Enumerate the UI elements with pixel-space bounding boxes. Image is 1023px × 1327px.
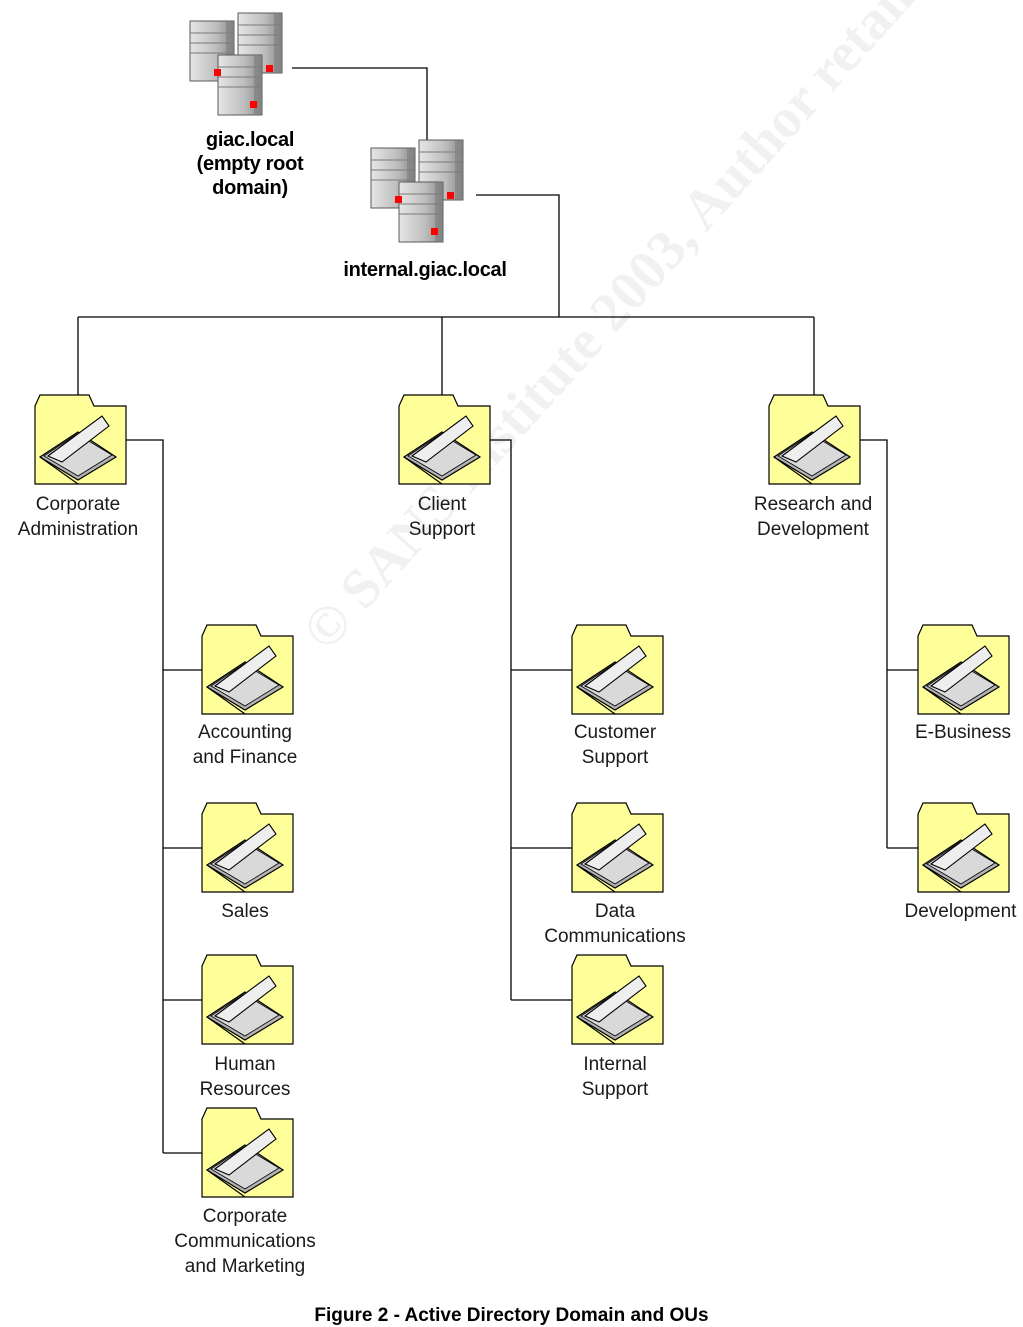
child-to-ou-bus: [476, 195, 559, 317]
ou-folder-icon: [202, 955, 293, 1044]
ou-folder-icon: [572, 803, 663, 892]
ou-folder-icon: [572, 625, 663, 714]
ou-label-accounting-and-finance: Accounting and Finance: [170, 720, 320, 770]
ou-label-data-communications: Data Communications: [530, 899, 700, 949]
ou-label-client-support: Client Support: [372, 492, 512, 542]
root-domain-label: giac.local (empty root domain): [170, 128, 330, 200]
child-domain-server-icon: [371, 140, 463, 242]
ou-folder-icon: [769, 395, 860, 484]
ou-label-corporate-communications-and-marketing: Corporate Communications and Marketing: [160, 1204, 330, 1279]
ou-label-customer-support: Customer Support: [540, 720, 690, 770]
ou-folder-icon: [399, 395, 490, 484]
ou-folder-icon: [918, 803, 1009, 892]
root-domain-server-icon: [190, 13, 282, 115]
ou-label-human-resources: Human Resources: [170, 1052, 320, 1102]
ou-folder-icon: [572, 955, 663, 1044]
ou-label-sales: Sales: [170, 899, 320, 924]
ou-label-corporate-administration: Corporate Administration: [0, 492, 156, 542]
child-domain-label: internal.giac.local: [310, 258, 540, 282]
corp-admin-branch: [124, 440, 163, 1153]
ou-folder-icon: [918, 625, 1009, 714]
ou-label-e-business: E-Business: [903, 720, 1023, 745]
ou-label-internal-support: Internal Support: [540, 1052, 690, 1102]
ou-folder-icon: [35, 395, 126, 484]
ou-label-research-and-development: Research and Development: [734, 492, 892, 542]
ou-label-development: Development: [898, 899, 1023, 924]
ou-folder-icon: [202, 625, 293, 714]
ou-folder-icon: [202, 1108, 293, 1197]
ou-folder-icon: [202, 803, 293, 892]
